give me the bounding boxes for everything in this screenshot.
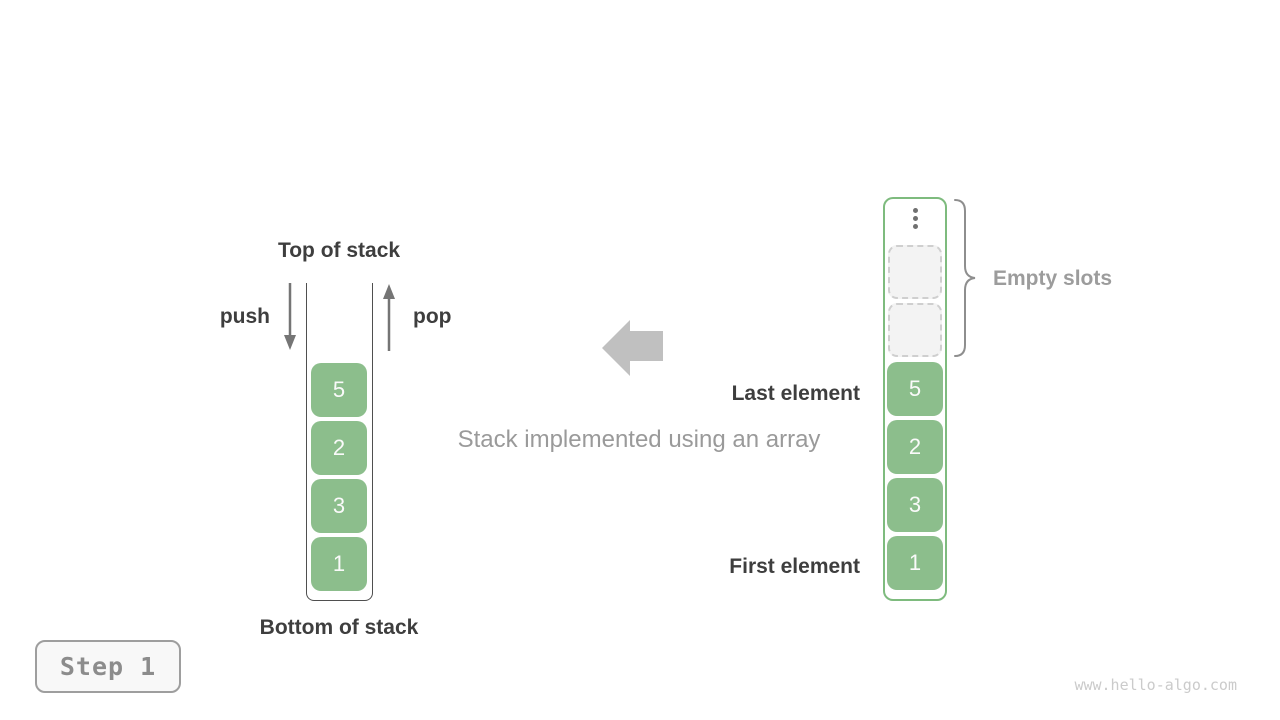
last-element-label: Last element xyxy=(731,382,860,405)
stack-item: 3 xyxy=(311,479,367,533)
push-down-arrow-icon xyxy=(284,283,296,350)
empty-slot xyxy=(888,303,942,357)
curly-brace-icon xyxy=(954,199,976,357)
stack-item: 1 xyxy=(311,537,367,591)
step-badge: Step 1 xyxy=(35,640,181,693)
empty-slot xyxy=(888,245,942,299)
array-item: 2 xyxy=(887,420,943,474)
empty-slots-label: Empty slots xyxy=(993,267,1113,290)
pop-up-arrow-icon xyxy=(383,284,395,351)
vertical-ellipsis-icon xyxy=(905,208,925,229)
array-item: 3 xyxy=(887,478,943,532)
stack-item: 5 xyxy=(311,363,367,417)
left-block-arrow-icon xyxy=(602,320,663,376)
array-item: 1 xyxy=(887,536,943,590)
push-label: push xyxy=(219,305,270,328)
stack-item: 2 xyxy=(311,421,367,475)
pop-label: pop xyxy=(413,305,452,328)
top-of-stack-label: Top of stack xyxy=(277,239,401,262)
bottom-of-stack-label: Bottom of stack xyxy=(259,616,419,639)
array-item: 5 xyxy=(887,362,943,416)
watermark: www.hello-algo.com xyxy=(1074,676,1237,694)
caption: Stack implemented using an array xyxy=(457,426,821,453)
first-element-label: First element xyxy=(729,555,860,578)
